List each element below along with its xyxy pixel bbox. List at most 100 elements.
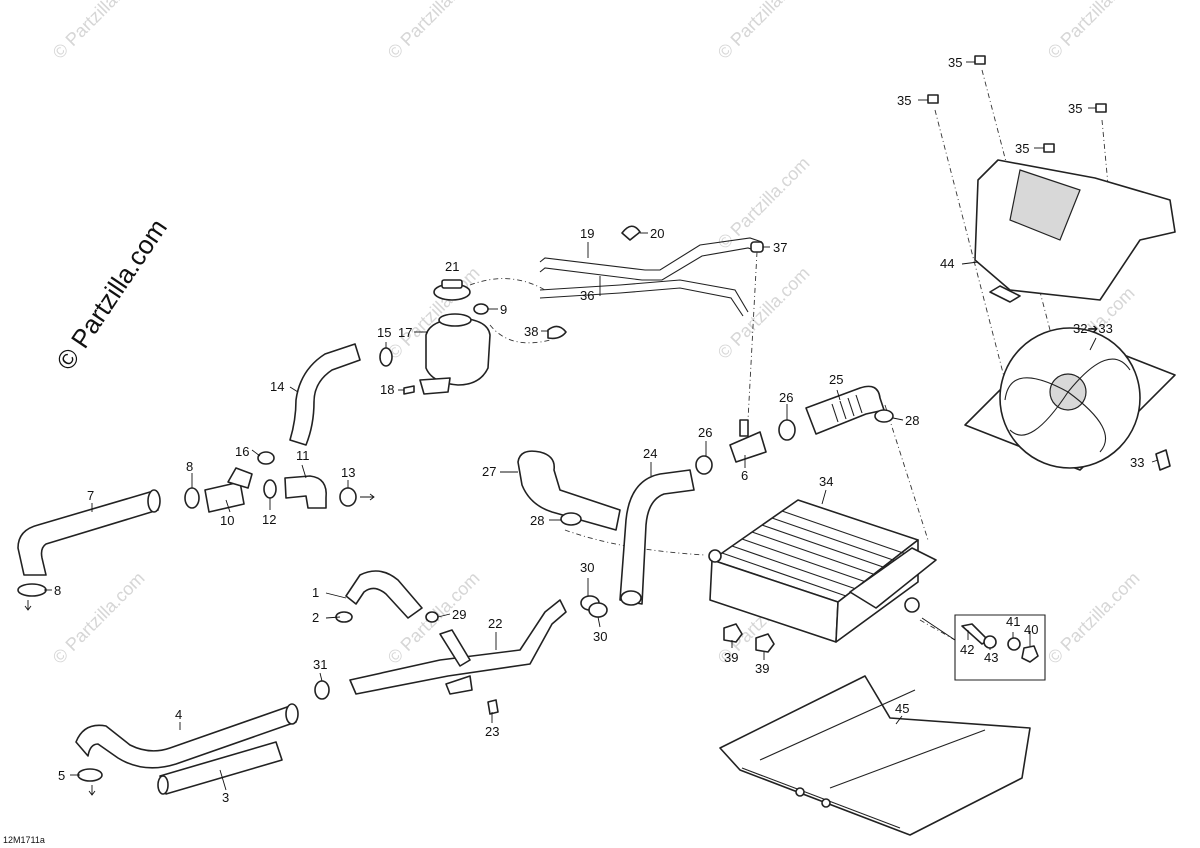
clip-38	[547, 325, 567, 340]
hose-36-branch	[539, 279, 749, 317]
callout-4: 4	[175, 707, 182, 722]
screw-35	[1095, 103, 1107, 113]
clamp-8-upper	[184, 487, 200, 509]
fitting-37	[750, 241, 764, 253]
callout-14: 14	[270, 379, 284, 394]
callout-24: 24	[643, 446, 657, 461]
radiator-tank	[849, 547, 937, 609]
callout-8-upper: 8	[186, 459, 193, 474]
callout-21: 21	[445, 259, 459, 274]
hose-36	[539, 247, 761, 281]
reservoir-bracket	[419, 377, 451, 395]
callout-38: 38	[524, 324, 538, 339]
callout-2: 2	[312, 610, 319, 625]
callout-35-top: 35	[948, 55, 962, 70]
drawing-code: 12M1711a	[3, 835, 45, 845]
callout-9: 9	[500, 302, 507, 317]
hose-4-end	[285, 703, 299, 725]
fitting-10	[204, 481, 245, 513]
flow-arrow	[88, 785, 96, 796]
watermark: © Partzilla.com	[714, 0, 814, 63]
callout-39-left: 39	[724, 650, 738, 665]
watermark: © Partzilla.com	[1044, 568, 1144, 668]
callout-30-upper: 30	[580, 560, 594, 575]
callout-26-left: 26	[698, 425, 712, 440]
callout-29: 29	[452, 607, 466, 622]
callout-18: 18	[380, 382, 394, 397]
callout-45: 45	[895, 701, 909, 716]
reservoir-17	[425, 317, 491, 386]
callout-1: 1	[312, 585, 319, 600]
nut-40	[1021, 645, 1039, 663]
callout-11: 11	[296, 448, 310, 463]
screw-23	[487, 699, 499, 715]
callout-30-lower: 30	[593, 629, 607, 644]
callout-39-right: 39	[755, 661, 769, 676]
fitting-10-tee	[227, 467, 253, 489]
clamp-28-center	[560, 512, 582, 526]
callout-33: 33	[1130, 455, 1144, 470]
callout-group: 1 2 3 4 5 6 7 8 8 9 10 11 12 13 14 15 16…	[54, 55, 1144, 805]
clamp-26-right	[778, 419, 796, 441]
hose-24-end	[620, 590, 642, 606]
callout-28-center: 28	[530, 513, 544, 528]
cover-44	[974, 159, 1176, 301]
callout-42: 42	[960, 642, 974, 657]
callout-27: 27	[482, 464, 496, 479]
hose-7-end	[147, 489, 161, 513]
callout-40: 40	[1024, 622, 1038, 637]
assembly-line	[919, 619, 956, 641]
cover-44-shade	[1009, 169, 1081, 241]
fan-blades	[1004, 358, 1131, 453]
callout-37: 37	[773, 240, 787, 255]
hose-1	[345, 570, 423, 619]
callout-31: 31	[313, 657, 327, 672]
brand-stamp: © Partzilla.com	[50, 213, 173, 375]
callout-35-right: 35	[1068, 101, 1082, 116]
cover-44-tab	[989, 285, 1021, 303]
washer-41	[1007, 637, 1021, 651]
fan-connector-33	[1155, 449, 1171, 471]
watermark: © Partzilla.com	[714, 153, 814, 253]
hose-3-end	[157, 775, 169, 795]
nut-39-right	[755, 633, 775, 653]
watermark: © Partzilla.com	[49, 0, 149, 63]
callout-34: 34	[819, 474, 833, 489]
callout-35-center: 35	[1015, 141, 1029, 156]
callout-28-right: 28	[905, 413, 919, 428]
fitting-6	[729, 431, 767, 463]
elbow-11	[284, 475, 327, 509]
clamp-16	[257, 451, 275, 465]
callout-43: 43	[984, 650, 998, 665]
assembly-line	[747, 251, 758, 421]
screw-18	[403, 385, 415, 395]
callout-44: 44	[940, 256, 954, 271]
clamp-8-lower	[17, 583, 47, 597]
callout-7: 7	[87, 488, 94, 503]
callout-26-right: 26	[779, 390, 793, 405]
clamp-28-right	[874, 409, 894, 423]
clamp-15	[379, 347, 393, 367]
watermark: © Partzilla.com	[1044, 0, 1144, 63]
hose-14	[289, 343, 361, 446]
callout-19: 19	[580, 226, 594, 241]
callout-15: 15	[377, 325, 391, 340]
hose-25	[805, 385, 885, 435]
callout-35-left: 35	[897, 93, 911, 108]
clamp-30-lower	[588, 602, 608, 618]
clamp-26-left	[695, 455, 713, 475]
hose-27	[517, 450, 621, 531]
flow-arrow	[24, 600, 32, 611]
hose-7	[17, 491, 159, 576]
callout-12: 12	[262, 512, 276, 527]
skid-plate-hole	[821, 798, 831, 808]
pipe-22-bracket	[445, 675, 473, 695]
hose-19	[539, 237, 763, 271]
pipe-22-branch	[439, 629, 471, 667]
callout-6: 6	[741, 468, 748, 483]
radiator-mount	[904, 597, 920, 613]
screw-35	[974, 55, 986, 65]
watermark: © Partzilla.com	[49, 568, 149, 668]
callout-8-lower: 8	[54, 583, 61, 598]
callout-23: 23	[485, 724, 499, 739]
